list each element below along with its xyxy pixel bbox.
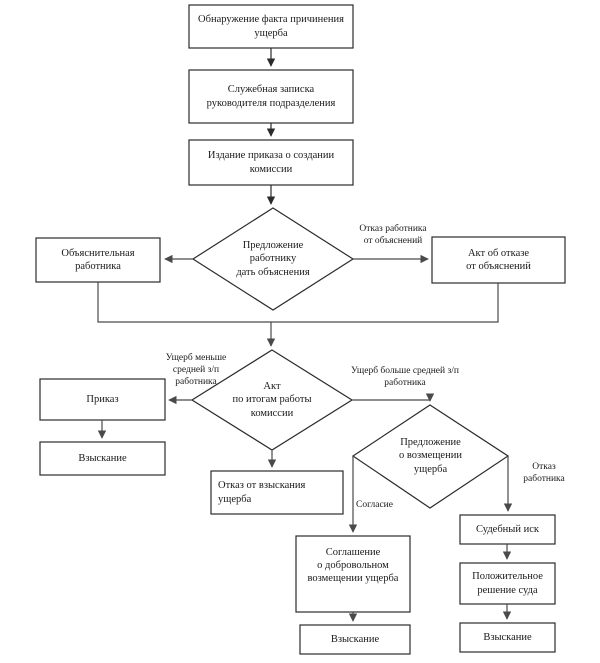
node-n10-shape[interactable]: [299, 624, 411, 655]
node-n12-shape[interactable]: [459, 562, 556, 605]
node-n1-shape[interactable]: [188, 4, 354, 49]
node-n13-shape[interactable]: [459, 622, 556, 653]
edge-d2-d3: [352, 393, 435, 402]
edge-label-damage-less: Ущерб меньше средней з/п работника: [165, 353, 227, 387]
node-n11-shape[interactable]: [459, 514, 556, 545]
node-n2-shape[interactable]: [188, 69, 354, 124]
node-d1-shape[interactable]: [191, 207, 355, 311]
edge-n5-merge: [271, 283, 499, 323]
node-n6-shape[interactable]: [39, 378, 166, 421]
node-n9-shape[interactable]: [295, 535, 411, 613]
node-d3-shape[interactable]: [351, 404, 510, 509]
edge-label-refusal-worker: Отказ работника: [523, 462, 565, 484]
node-n8-shape[interactable]: [210, 470, 344, 515]
edge-label-damage-more: Ущерб больше средней з/п работника: [351, 366, 459, 388]
node-n3-shape[interactable]: [188, 139, 354, 186]
edge-label-refusal-explanations: Отказ работника от объяснений: [359, 224, 427, 246]
node-n4-shape[interactable]: [35, 237, 161, 283]
edge-label-consent: Согласие: [356, 500, 393, 510]
node-n5-shape[interactable]: [431, 236, 566, 284]
edge-n4-merge: [97, 282, 271, 323]
node-n7-shape[interactable]: [39, 441, 166, 476]
